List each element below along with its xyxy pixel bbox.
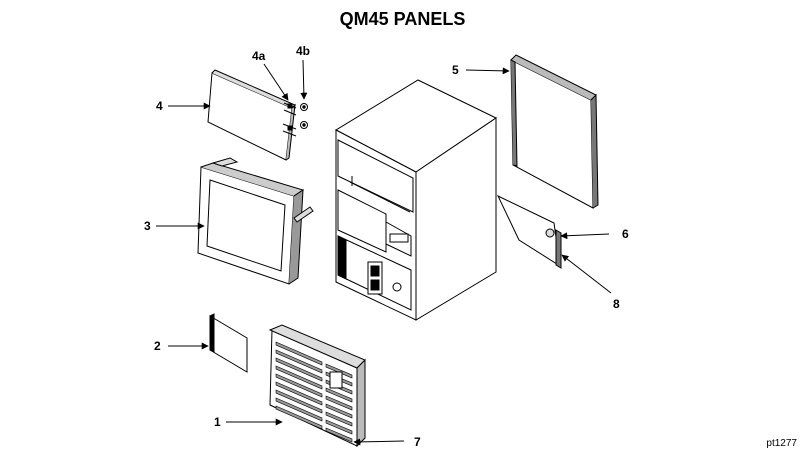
callout-1: 1 (214, 415, 221, 429)
callout-4: 4 (156, 99, 163, 113)
grille-slot (275, 365, 323, 390)
grille-slot (325, 403, 353, 419)
grille-slot (275, 405, 323, 430)
grille-slot (325, 387, 353, 403)
callout-5: 5 (452, 63, 459, 77)
grille-slot (275, 357, 323, 382)
part-4a-screws (282, 102, 297, 137)
grille-slot (275, 397, 323, 422)
callout-8: 8 (613, 297, 620, 311)
part-3-front-frame (197, 157, 314, 285)
grille-slot (275, 389, 323, 414)
callout-2: 2 (154, 339, 161, 353)
grille-slot (325, 395, 353, 411)
drawing-code: pt1277 (766, 438, 797, 449)
part-1-front-grille (268, 324, 366, 448)
callout-7: 7 (414, 435, 421, 449)
diagram-title: QM45 PANELS (339, 9, 466, 29)
callout-4a: 4a (252, 49, 266, 63)
cabinet (334, 79, 497, 321)
part-6-lower-side-panel (496, 194, 561, 268)
part-4b-nuts (300, 103, 308, 129)
part-2-small-panel (209, 313, 248, 373)
grille-slot (325, 427, 353, 443)
part-5-side-panel (510, 54, 599, 209)
part-4-top-panel (207, 69, 296, 161)
grille-slot (325, 419, 353, 435)
callout-3: 3 (144, 219, 151, 233)
callout-4b: 4b (296, 44, 311, 58)
grille-slot (275, 381, 323, 406)
leader-lines (156, 59, 612, 446)
grille-slot (275, 341, 323, 366)
grille-slot (325, 411, 353, 427)
grille-slot (275, 373, 323, 398)
part-8-bracket (555, 229, 562, 269)
grille-slot (325, 363, 353, 379)
callout-6: 6 (622, 227, 629, 241)
grille-slot (275, 349, 323, 374)
